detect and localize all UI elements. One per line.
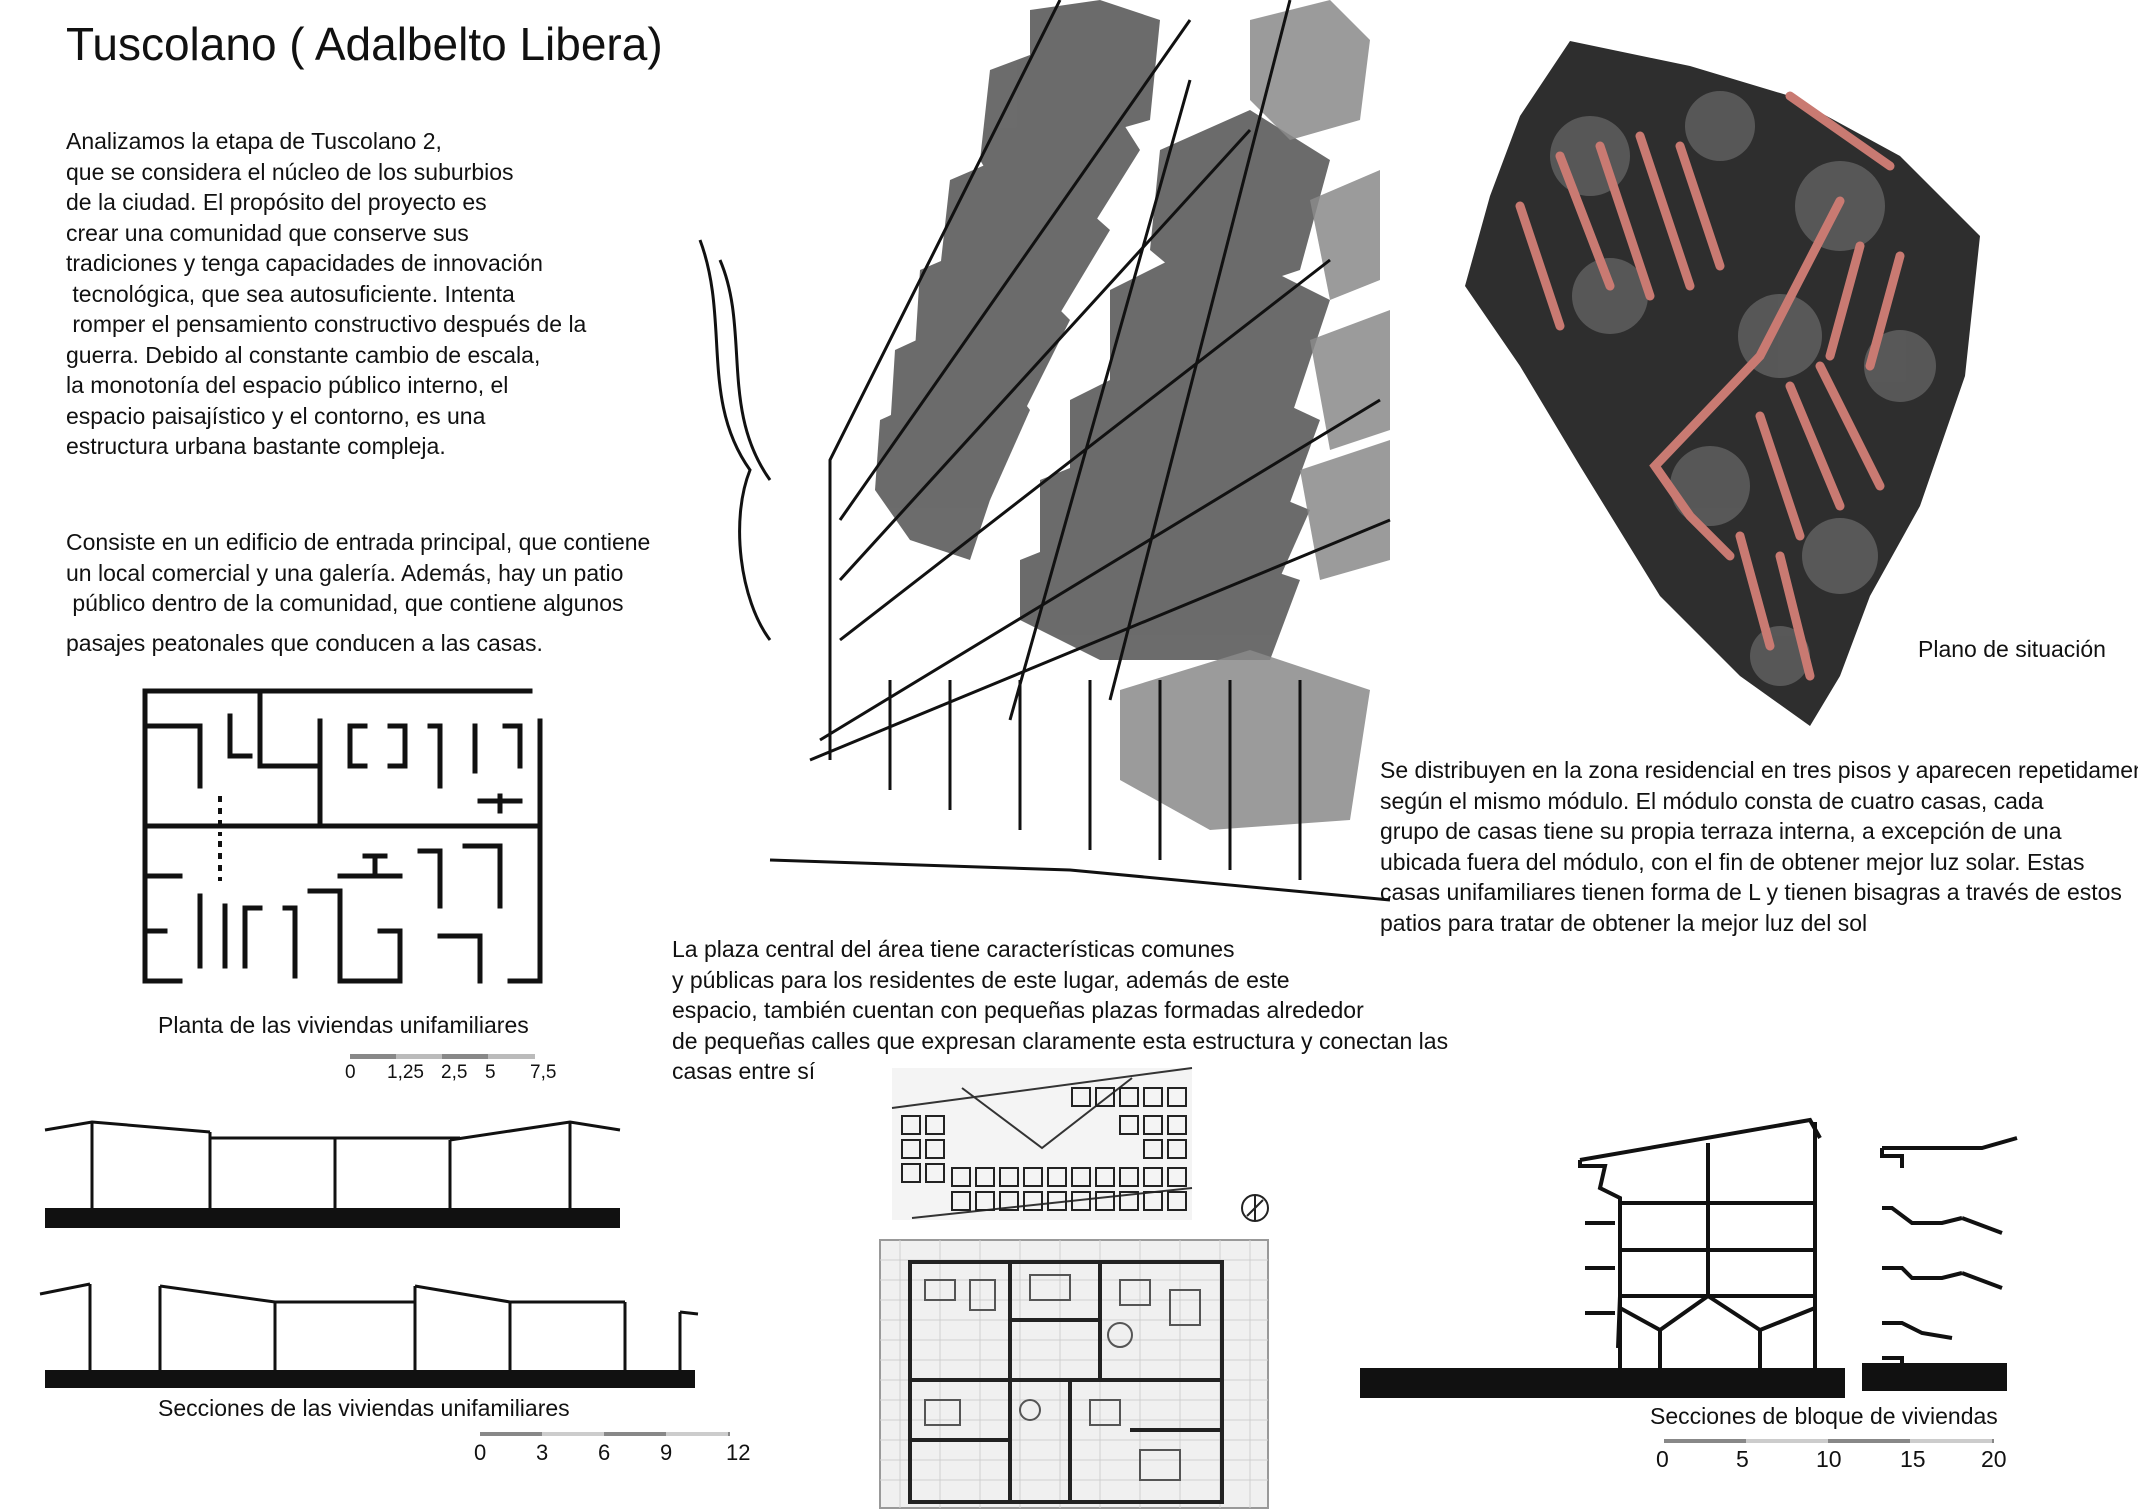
block-scale-bar [1664, 1439, 1994, 1443]
plan-scale-tick: 7,5 [530, 1062, 557, 1083]
intro-line: romper el pensamiento constructivo despu… [66, 311, 587, 337]
intro-line: Analizamos la etapa de Tuscolano 2, [66, 128, 442, 154]
entrance-line: Consiste en un edificio de entrada princ… [66, 529, 651, 555]
intro-line: tradiciones y tenga capacidades de innov… [66, 250, 543, 276]
sections-scale-tick: 12 [726, 1440, 751, 1465]
site-plan-caption: Plano de situación [1918, 636, 2106, 662]
plan-scale-labels: 0 1,25 2,5 5 7,5 [345, 1062, 565, 1086]
modules-line: según el mismo módulo. El módulo consta … [1380, 787, 2044, 814]
intro-paragraph: Analizamos la etapa de Tuscolano 2, que … [66, 126, 586, 462]
sections-scale-tick: 9 [660, 1440, 673, 1465]
block-scale-tick: 10 [1816, 1446, 1842, 1472]
plaza-line: de pequeñas calles que expresan claramen… [672, 1027, 1449, 1054]
block-scale-tick: 15 [1900, 1446, 1926, 1472]
sections-caption: Secciones de las viviendas unifamiliares [158, 1395, 570, 1421]
entrance-paragraph: Consiste en un edificio de entrada princ… [66, 527, 650, 619]
plan-scale-tick: 2,5 [441, 1062, 468, 1083]
cluster-layout-plan [891, 1067, 1269, 1222]
plaza-paragraph: La plaza central del área tiene caracter… [672, 934, 1448, 1087]
modules-line: ubicada fuera del módulo, con el fin de … [1380, 848, 2085, 875]
page-title: Tuscolano ( Adalbelto Libera) [66, 18, 663, 70]
sections-scale-tick: 0 [474, 1440, 487, 1465]
site-plan-map [1465, 41, 1980, 726]
intro-line: la monotonía del espacio público interno… [66, 372, 509, 398]
intro-line: espacio paisajístico y el contorno, es u… [66, 402, 486, 429]
sections-scale-bar [480, 1432, 730, 1436]
plan-scale-bar [350, 1054, 535, 1059]
entrance-line: un local comercial y una galería. Además… [66, 559, 624, 586]
sections-scale-labels: 0 3 6 9 12 [474, 1440, 764, 1466]
entrance-line: público dentro de la comunidad, que cont… [66, 590, 624, 616]
block-scale-labels: 0 5 10 15 20 [1656, 1446, 2016, 1474]
modules-paragraph: Se distribuyen en la zona residencial en… [1380, 755, 2138, 938]
intro-line: estructura urbana bastante compleja. [66, 433, 446, 459]
modules-line: grupo de casas tiene su propia terraza i… [1380, 818, 2062, 844]
plaza-line: casas entre sí [672, 1058, 816, 1084]
block-scale-tick: 5 [1736, 1446, 1749, 1472]
single-family-section-1 [44, 1120, 621, 1228]
plaza-line: espacio, también cuentan con pequeñas pl… [672, 997, 1364, 1023]
block-scale-tick: 20 [1981, 1446, 2007, 1472]
modules-line: patios para tratar de obtener la mejor l… [1380, 909, 1868, 936]
plaza-line: La plaza central del área tiene caracter… [672, 936, 1235, 962]
intro-line: de la ciudad. El propósito del proyecto … [66, 189, 487, 215]
intro-line: que se considera el núcleo de los suburb… [66, 158, 514, 185]
plaza-line: y públicas para los residentes de este l… [672, 966, 1290, 993]
single-family-floor-plan [142, 688, 543, 984]
modules-line: casas unifamiliares tienen forma de L y … [1380, 879, 2122, 905]
block-sections-caption: Secciones de bloque de viviendas [1650, 1403, 1998, 1429]
cluster-detail-plan [879, 1239, 1269, 1509]
block-section-main [1360, 1117, 1845, 1398]
plan-scale-tick: 1,25 [387, 1062, 424, 1083]
intro-line: tecnológica, que sea autosuficiente. Int… [66, 280, 515, 307]
plan-caption: Planta de las viviendas unifamiliares [158, 1012, 529, 1038]
intro-line: guerra. Debido al constante cambio de es… [66, 341, 541, 368]
block-section-side [1862, 1136, 2018, 1391]
sections-scale-tick: 3 [536, 1440, 549, 1465]
single-family-section-2 [39, 1282, 699, 1388]
block-scale-tick: 0 [1656, 1446, 1669, 1472]
plan-scale-tick: 0 [345, 1062, 356, 1083]
intro-line: crear una comunidad que conserve sus [66, 219, 469, 246]
building-perspective-sketch [698, 0, 1391, 902]
sections-scale-tick: 6 [598, 1440, 611, 1465]
entrance-paragraph-last: pasajes peatonales que conducen a las ca… [66, 630, 543, 656]
modules-line: Se distribuyen en la zona residencial en… [1380, 757, 2138, 783]
plan-scale-tick: 5 [485, 1062, 496, 1083]
